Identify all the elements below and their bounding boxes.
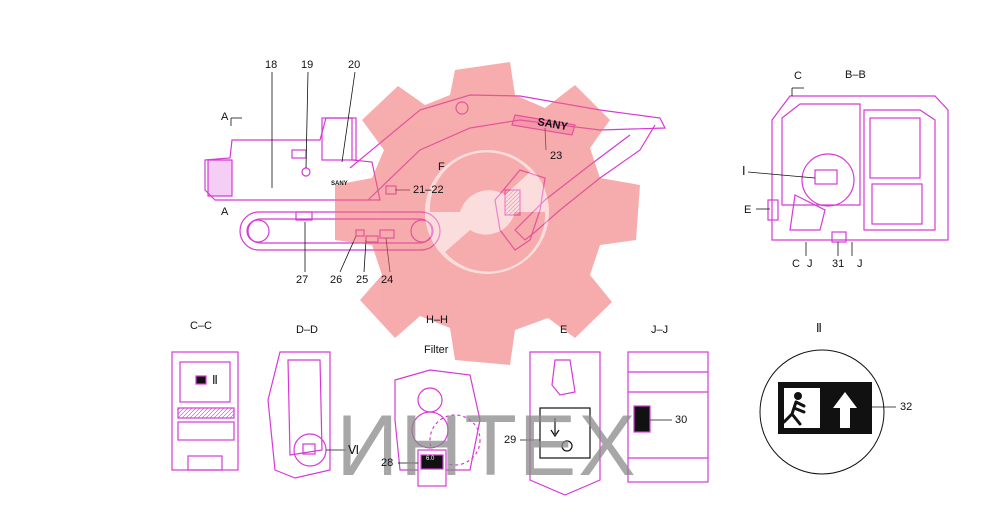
label-vi: Ⅵ xyxy=(348,443,360,457)
callout-19: 19 xyxy=(301,59,314,71)
title-j-j: J–J xyxy=(651,324,669,336)
callout-32: 32 xyxy=(900,401,913,413)
cab-side-part xyxy=(767,199,779,221)
decal-28-icon xyxy=(420,454,444,470)
title-c-c: C–C xyxy=(190,320,213,332)
gear-swoosh-1 xyxy=(429,152,530,212)
label-ii-cc: Ⅱ xyxy=(212,373,218,387)
title-d-d: D–D xyxy=(296,324,319,336)
callout-31: 31 xyxy=(832,258,845,270)
cc-lower-panel xyxy=(177,421,235,441)
jj-outline xyxy=(627,351,709,483)
cab-door-window xyxy=(869,117,921,179)
callout-23: 23 xyxy=(550,150,563,162)
label-I-decal xyxy=(814,169,838,185)
cc-base xyxy=(187,455,223,471)
filter-housing xyxy=(394,369,481,471)
e-handle xyxy=(551,359,576,396)
cab-section-b-b xyxy=(767,95,949,243)
detail-circle-I xyxy=(801,153,855,207)
filter-dashed-circle xyxy=(429,414,481,466)
view-h-h-filter xyxy=(394,369,481,487)
callout-18: 18 xyxy=(265,59,278,71)
callout-27: 27 xyxy=(296,274,309,286)
decal-27 xyxy=(295,211,313,221)
arrow-up-icon xyxy=(833,392,857,428)
section-e-left: E xyxy=(744,204,752,216)
filter-label: Filter xyxy=(424,344,449,356)
exit-door xyxy=(784,388,820,428)
sany-gear-watermark xyxy=(335,62,640,365)
callout-25: 25 xyxy=(356,274,369,286)
detail-II xyxy=(759,349,885,475)
decal-29 xyxy=(539,407,591,459)
section-c-top: C xyxy=(794,70,802,82)
title-e: E xyxy=(560,324,568,336)
idler-wheel xyxy=(246,219,270,243)
leader-lines-side xyxy=(230,71,547,273)
dd-inner xyxy=(287,359,323,456)
callout-30: 30 xyxy=(675,414,688,426)
decal-29-arrow xyxy=(550,418,560,438)
cab-door xyxy=(863,109,936,231)
leader-lines-cab xyxy=(747,87,853,256)
gear-swoosh-2 xyxy=(445,212,546,272)
intex-watermark: ИНТЕХ xyxy=(336,398,637,494)
view-j-j xyxy=(627,351,709,483)
section-c-bottom: C xyxy=(792,258,800,270)
cab-front-window xyxy=(781,103,861,206)
section-a-bottom: A xyxy=(221,206,229,218)
callout-20: 20 xyxy=(348,59,361,71)
decal-31 xyxy=(831,231,847,243)
top-hood xyxy=(291,149,307,159)
title-h-h: H–H xyxy=(426,314,449,326)
view-c-c xyxy=(171,351,239,471)
filter-body xyxy=(411,411,449,449)
upper-house xyxy=(204,117,381,201)
title-ii: Ⅱ xyxy=(816,321,822,335)
view-d-d xyxy=(267,351,331,479)
callout-21-22: 21–22 xyxy=(413,184,444,196)
callout-28: 28 xyxy=(381,457,394,469)
callout-24: 24 xyxy=(381,274,394,286)
dd-decal xyxy=(302,443,316,455)
gear-shape xyxy=(335,62,640,365)
counterweight xyxy=(207,159,233,197)
detail-II-circle xyxy=(759,349,885,475)
dd-outline xyxy=(267,351,331,479)
section-a-top: A xyxy=(221,111,229,123)
cab-outline xyxy=(771,95,949,241)
callout-26: 26 xyxy=(330,274,343,286)
section-b-b: B–B xyxy=(845,69,866,81)
section-i: Ⅰ xyxy=(742,164,746,178)
running-man-head xyxy=(794,392,802,400)
cc-panel xyxy=(177,407,235,419)
section-j-right: J xyxy=(857,258,863,270)
decal-30 xyxy=(633,405,651,433)
section-f: F xyxy=(438,161,445,173)
decal-28-value: 6.0 xyxy=(426,456,435,462)
cc-decal-II xyxy=(195,375,207,385)
cab xyxy=(321,117,357,161)
decal-29-ring xyxy=(561,440,573,452)
section-j-left: J xyxy=(807,258,813,270)
cab-brand-text: SANY xyxy=(331,181,348,187)
cab-seat xyxy=(789,194,826,231)
cc-window xyxy=(179,361,231,403)
callout-29: 29 xyxy=(504,434,517,446)
decal-19-symbol xyxy=(301,167,311,177)
running-man-icon xyxy=(782,400,806,426)
e-outline xyxy=(529,351,601,496)
boom-brand-text: SANY xyxy=(536,116,569,133)
view-e xyxy=(529,351,601,496)
model-text: SY265C xyxy=(285,183,315,192)
cab-door-lower xyxy=(871,183,923,225)
